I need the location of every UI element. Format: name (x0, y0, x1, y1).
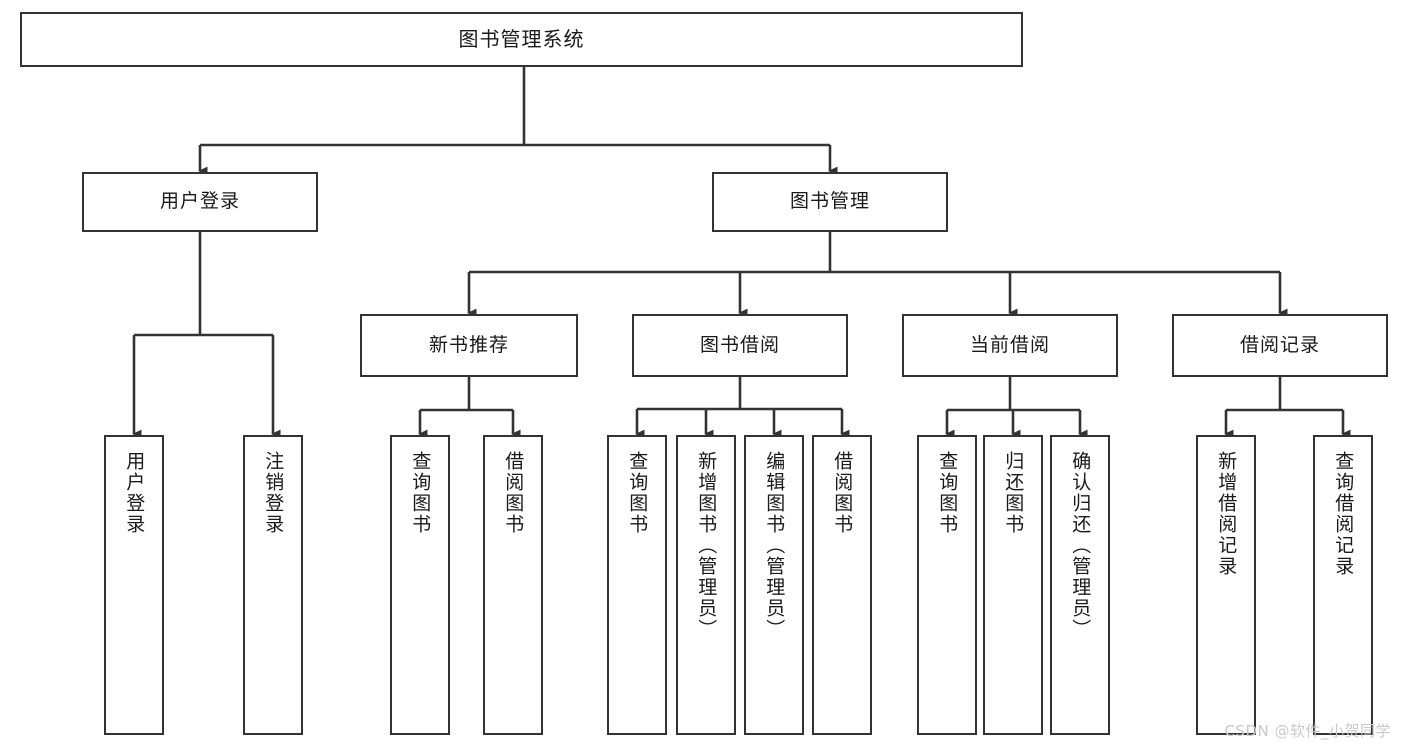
node-leaf-query-record[interactable]: 查询借阅记录 (1313, 435, 1373, 735)
node-new-book-recommend[interactable]: 新书推荐 (360, 314, 578, 377)
node-leaf-borrow-book-2[interactable]: 借阅图书 (812, 435, 872, 735)
node-label: 编辑图书（管理员） (763, 451, 786, 640)
node-label: 查询图书 (936, 451, 959, 535)
node-label: 图书借阅 (699, 333, 780, 356)
node-label: 归还图书 (1002, 451, 1025, 535)
node-current-borrow[interactable]: 当前借阅 (902, 314, 1118, 377)
node-label: 当前借阅 (969, 333, 1050, 356)
node-user-login[interactable]: 用户登录 (82, 172, 318, 232)
node-label: 查询图书 (409, 451, 432, 535)
node-leaf-add-book[interactable]: 新增图书（管理员） (676, 435, 736, 735)
node-label: 借阅记录 (1239, 333, 1320, 356)
node-borrow-record[interactable]: 借阅记录 (1172, 314, 1388, 377)
node-leaf-edit-book[interactable]: 编辑图书（管理员） (744, 435, 804, 735)
node-leaf-add-record[interactable]: 新增借阅记录 (1196, 435, 1256, 735)
node-label: 借阅图书 (502, 451, 525, 535)
node-label: 用户登录 (159, 190, 240, 213)
node-book-borrow[interactable]: 图书借阅 (632, 314, 848, 377)
node-label: 注销登录 (262, 451, 285, 535)
node-leaf-user-logout[interactable]: 注销登录 (243, 435, 303, 735)
node-label: 查询借阅记录 (1332, 451, 1355, 577)
node-label: 借阅图书 (831, 451, 854, 535)
node-book-manage[interactable]: 图书管理 (712, 172, 948, 232)
node-label: 用户登录 (123, 451, 146, 535)
node-label: 新书推荐 (428, 333, 509, 356)
node-label: 图书管理系统 (458, 27, 585, 51)
node-label: 确认归还（管理员） (1069, 451, 1092, 640)
node-leaf-confirm-return[interactable]: 确认归还（管理员） (1050, 435, 1110, 735)
node-leaf-query-book-3[interactable]: 查询图书 (917, 435, 977, 735)
node-leaf-borrow-book-1[interactable]: 借阅图书 (483, 435, 543, 735)
node-label: 查询图书 (626, 451, 649, 535)
node-leaf-return-book[interactable]: 归还图书 (983, 435, 1043, 735)
node-leaf-query-book-2[interactable]: 查询图书 (607, 435, 667, 735)
node-leaf-query-book-1[interactable]: 查询图书 (390, 435, 450, 735)
node-label: 新增借阅记录 (1215, 451, 1238, 577)
node-label: 新增图书（管理员） (695, 451, 718, 640)
node-leaf-user-login[interactable]: 用户登录 (104, 435, 164, 735)
node-label: 图书管理 (789, 190, 870, 213)
watermark-text: CSDN @软件_小贺同学 (1224, 722, 1391, 740)
node-root[interactable]: 图书管理系统 (20, 12, 1023, 67)
